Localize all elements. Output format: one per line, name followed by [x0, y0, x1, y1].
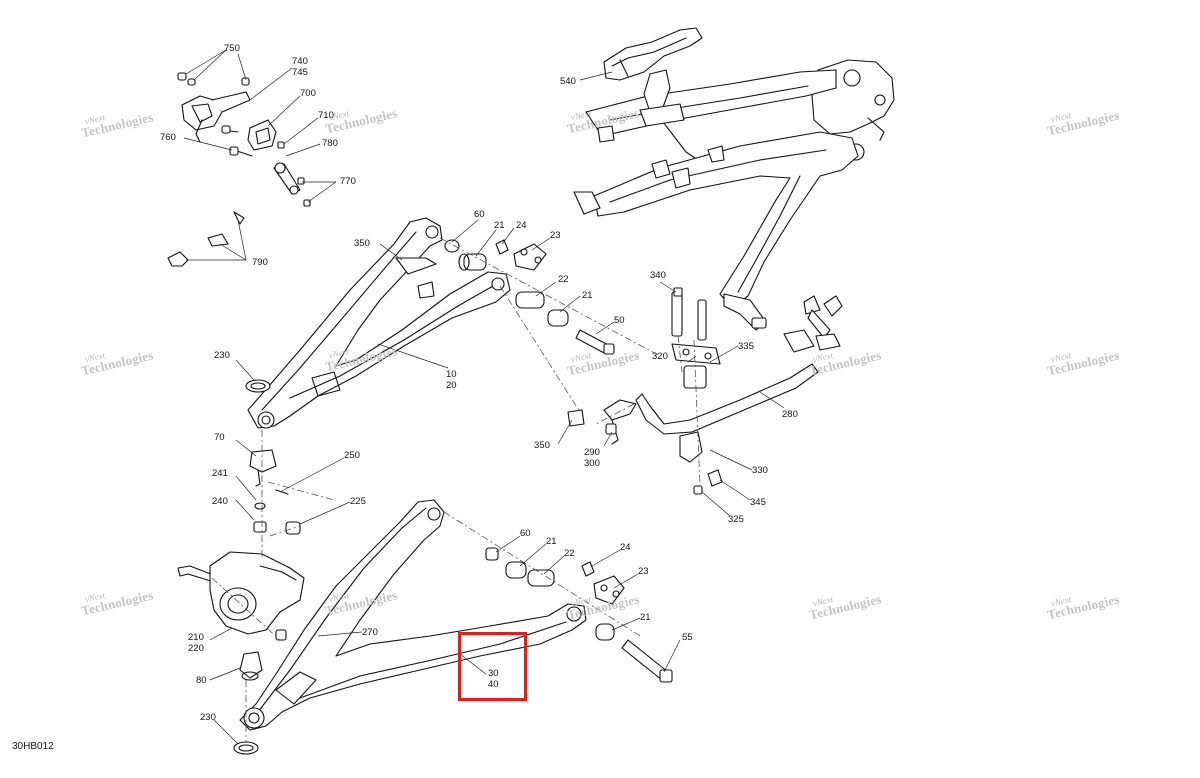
callout-70: 70: [214, 432, 225, 443]
callout-290: 290: [584, 447, 600, 458]
callout-540: 540: [560, 76, 576, 87]
callout-345: 345: [750, 497, 766, 508]
upper-a-arm: [247, 217, 511, 429]
callout-24: 24: [620, 542, 631, 553]
callout-23: 23: [638, 566, 649, 577]
callout-21: 21: [546, 536, 557, 547]
assembly-axes: [211, 237, 701, 742]
callout-60: 60: [520, 528, 531, 539]
diagram-code: 30HB012: [12, 741, 54, 752]
callout-745: 745: [292, 67, 308, 78]
callout-24: 24: [516, 220, 527, 231]
knuckle-assembly: [177, 379, 305, 755]
callout-230: 230: [214, 350, 230, 361]
callout-700: 700: [300, 88, 316, 99]
callout-55: 55: [682, 632, 693, 643]
callout-350: 350: [354, 238, 370, 249]
callout-10: 10: [446, 369, 457, 380]
callout-50: 50: [614, 315, 625, 326]
callout-790: 790: [252, 257, 268, 268]
callout-22: 22: [558, 274, 569, 285]
bracket-assembly: [167, 72, 311, 267]
callout-230: 230: [200, 712, 216, 723]
callout-340: 340: [650, 270, 666, 281]
callout-241: 241: [212, 468, 228, 479]
callout-335: 335: [738, 341, 754, 352]
upper-arm-hardware: [444, 239, 615, 355]
callout-250: 250: [344, 450, 360, 461]
selected-part-highlight[interactable]: [458, 632, 527, 701]
callout-80: 80: [196, 675, 207, 686]
callout-325: 325: [728, 514, 744, 525]
callout-225: 225: [350, 496, 366, 507]
callout-710: 710: [318, 110, 334, 121]
callout-760: 760: [160, 132, 176, 143]
callout-240: 240: [212, 496, 228, 507]
leader-lines: [183, 49, 785, 745]
callout-22: 22: [564, 548, 575, 559]
stabilizer-bar-assembly: [567, 287, 843, 495]
callout-30: 30: [488, 668, 499, 679]
lower-arm-hardware: [485, 547, 673, 683]
callout-210: 210: [188, 632, 204, 643]
callout-20: 20: [446, 380, 457, 391]
callout-780: 780: [322, 138, 338, 149]
callout-40: 40: [488, 679, 499, 690]
trailing-arm-assembly: [573, 27, 895, 331]
callout-320: 320: [652, 351, 668, 362]
callout-270: 270: [362, 627, 378, 638]
callout-740: 740: [292, 56, 308, 67]
callout-280: 280: [782, 409, 798, 420]
callout-330: 330: [752, 465, 768, 476]
callout-21: 21: [640, 612, 651, 623]
callout-21: 21: [582, 290, 593, 301]
callout-220: 220: [188, 643, 204, 654]
callout-23: 23: [550, 230, 561, 241]
callout-750: 750: [224, 43, 240, 54]
callout-60: 60: [474, 209, 485, 220]
callout-21: 21: [494, 220, 505, 231]
callout-770: 770: [340, 176, 356, 187]
lower-a-arm: [239, 499, 587, 731]
callout-300: 300: [584, 458, 600, 469]
callout-350: 350: [534, 440, 550, 451]
